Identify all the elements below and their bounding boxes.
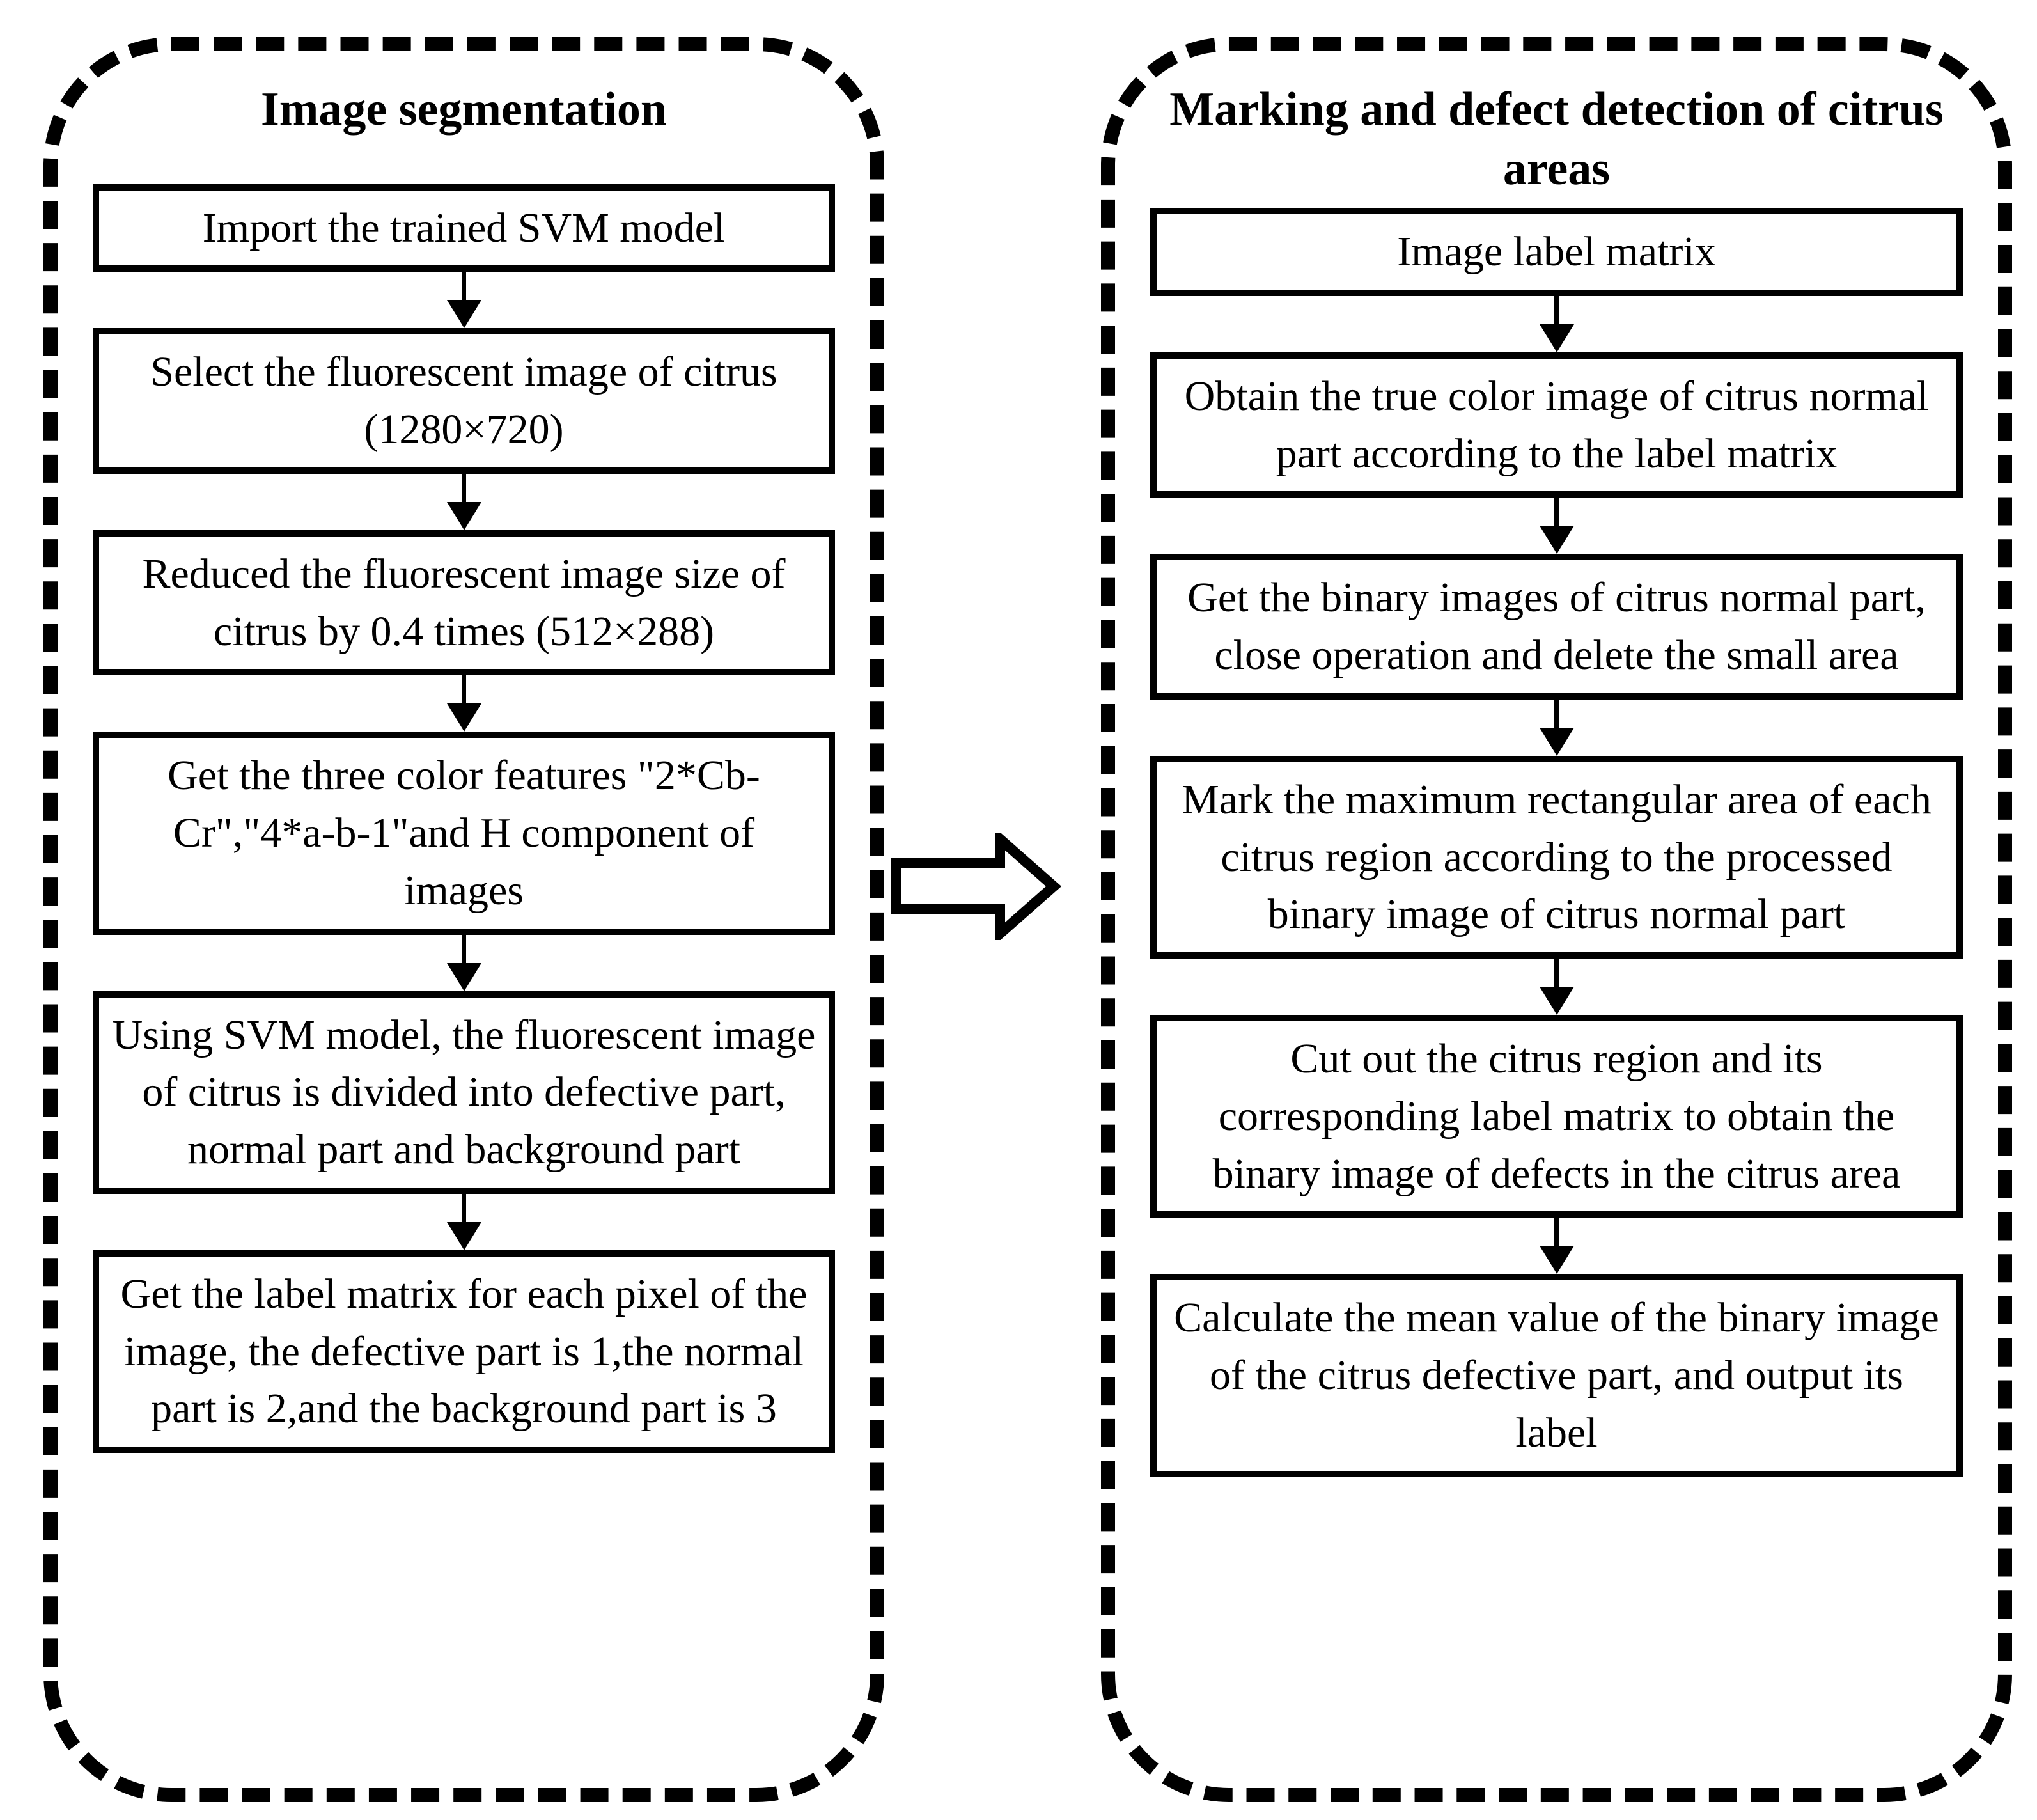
arrowhead-down-icon	[446, 501, 481, 530]
connector-line	[462, 272, 466, 301]
image-segmentation-panel: Image segmentation Import the trained SV…	[43, 37, 884, 1802]
arrow-down-connector	[446, 934, 481, 991]
arrowhead-down-icon	[1539, 526, 1574, 554]
marking-defect-detection-panel: Marking and defect detection of citrus a…	[1101, 37, 2012, 1802]
flow-step: Get the label matrix for each pixel of t…	[93, 1250, 835, 1453]
arrowhead-down-icon	[446, 1221, 481, 1250]
panel-title: Marking and defect detection of citrus a…	[1169, 83, 1944, 195]
flow-step: Image label matrix	[1150, 208, 1963, 296]
flow-step: Select the fluorescent image of citrus (…	[93, 328, 835, 474]
connector-line	[1554, 1218, 1559, 1246]
arrowhead-down-icon	[446, 300, 481, 329]
flow-step: Mark the maximum rectangular area of eac…	[1150, 755, 1963, 959]
arrowhead-down-icon	[446, 962, 481, 991]
arrowhead-down-icon	[1539, 324, 1574, 352]
connector-line	[1554, 699, 1559, 728]
connector-line	[462, 675, 466, 704]
arrow-down-connector	[1539, 498, 1574, 554]
flow-step: Reduced the fluorescent image size of ci…	[93, 530, 835, 676]
panel-title: Image segmentation	[260, 83, 667, 136]
arrowhead-down-icon	[1539, 727, 1574, 756]
flow-step: Calculate the mean value of the binary i…	[1150, 1274, 1963, 1477]
arrow-down-connector	[446, 272, 481, 329]
connector-line	[462, 1193, 466, 1222]
connector-line	[462, 934, 466, 963]
flow-step: Get the binary images of citrus normal p…	[1150, 554, 1963, 700]
arrow-down-connector	[446, 1193, 481, 1250]
connector-line	[1554, 498, 1559, 526]
flow-step: Get the three color features "2*Cb-Cr","…	[93, 732, 835, 935]
arrowhead-down-icon	[1539, 987, 1574, 1015]
arrow-down-connector	[1539, 699, 1574, 756]
arrowhead-down-icon	[446, 703, 481, 732]
arrow-down-connector	[446, 473, 481, 530]
connector-line	[1554, 295, 1559, 324]
flow-step: Using SVM model, the fluorescent image o…	[93, 991, 835, 1194]
block-arrow-right-icon	[890, 833, 1061, 940]
connector-line	[1554, 959, 1559, 987]
arrowhead-down-icon	[1539, 1246, 1574, 1275]
arrow-down-connector	[1539, 1218, 1574, 1275]
flow-step: Cut out the citrus region and its corres…	[1150, 1015, 1963, 1218]
connector-line	[462, 473, 466, 502]
flow-step: Obtain the true color image of citrus no…	[1150, 352, 1963, 498]
arrow-down-connector	[446, 675, 481, 732]
arrow-down-connector	[1539, 959, 1574, 1015]
arrow-down-connector	[1539, 295, 1574, 352]
flow-step: Import the trained SVM model	[93, 184, 835, 272]
